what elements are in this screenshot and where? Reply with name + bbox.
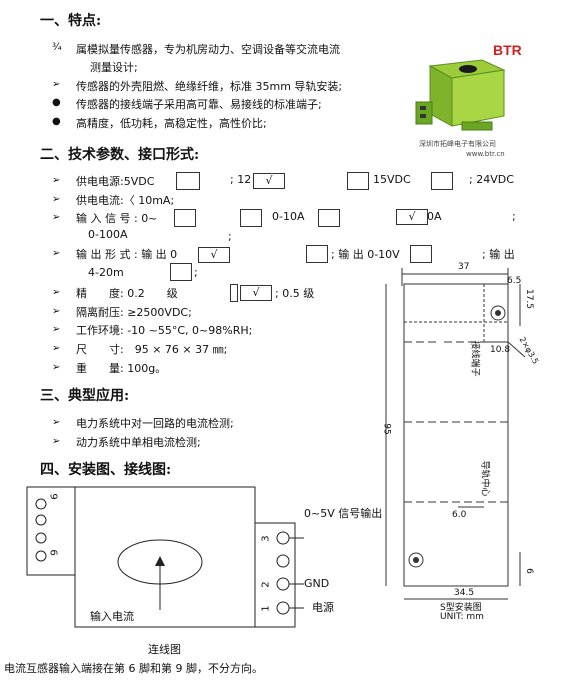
dim-6-5: 6.5 [507, 276, 522, 286]
bullet-symbol: ¾ [52, 42, 62, 53]
output-4-20-label: 4-20m [88, 266, 124, 279]
application-1: 电力系统中对一回路的电流检测; [76, 417, 234, 430]
checkbox-accuracy-0-2[interactable] [230, 284, 238, 302]
checkbox-output-blank[interactable] [306, 245, 328, 263]
bullet-arrow-icon: ➢ [52, 175, 61, 186]
supply-15-label: 15VDC [373, 173, 411, 186]
pin-label-3: 3 [260, 535, 272, 542]
checkbox-12vdc[interactable]: √ [253, 173, 285, 189]
terminal-label: 接线端子 [469, 340, 480, 377]
input-20a-label: 0A [427, 210, 442, 223]
checkbox-input-20a[interactable]: √ [396, 209, 428, 225]
bullet-arrow-icon: ➢ [52, 362, 61, 373]
bullet-arrow-icon: ➢ [52, 79, 61, 90]
bullet-dot-icon: ● [52, 97, 61, 108]
wiring-note: 电流互感器输入端接在第 6 脚和第 9 脚，不分方向。 [4, 662, 263, 675]
input-0-10a-label: 0-10A [272, 210, 305, 223]
checkbox-input-5a[interactable] [174, 209, 196, 227]
dim-6: 6 [523, 568, 534, 574]
bullet-arrow-icon: ➢ [52, 324, 61, 335]
isolation: 隔离耐压: ≥2500VDC; [76, 306, 192, 319]
feature-4: 高精度，低功耗，高稳定性，高性价比; [76, 117, 267, 130]
rail-center-label: 导轨中心 [479, 460, 490, 497]
checkbox-15vdc[interactable] [431, 172, 453, 190]
dim-17-5: 17.5 [524, 288, 535, 310]
pin-label-9: 9 [47, 493, 59, 500]
dim-37: 37 [458, 262, 470, 272]
checkbox-output-0-5v[interactable]: √ [198, 247, 230, 263]
input-current-label: 输入电流 [90, 610, 134, 623]
bullet-arrow-icon: ➢ [52, 248, 61, 259]
section2-title: 二、技术参数、接口形式: [40, 147, 200, 163]
checkbox-accuracy-0-5[interactable]: √ [240, 285, 272, 301]
application-2: 动力系统中单相电流检测; [76, 436, 201, 449]
bullet-arrow-icon: ➢ [52, 194, 61, 205]
section4-title: 四、安装图、接线图: [40, 462, 172, 478]
dim-34-5: 34.5 [454, 588, 475, 598]
brand-logo: BTR [493, 42, 522, 58]
section3-title: 三、典型应用: [40, 388, 130, 404]
checkbox-15-blank[interactable] [347, 172, 369, 190]
product-caption: 深圳市拓峰电子有限公司 [419, 140, 496, 148]
dim-95: 95 [381, 423, 392, 435]
checkbox-5vdc[interactable] [176, 172, 200, 190]
accuracy-label: 精 度: 0.2 级 [76, 287, 178, 300]
supply-12-label: ; 12 [230, 173, 252, 186]
pin-label-2: 2 [260, 581, 272, 588]
output-label: 输 出 形 式 : 输 出 0 [76, 248, 178, 261]
accuracy-05-label: ; 0.5 级 [275, 287, 315, 300]
input-label: 输 入 信 号 : 0~ [76, 212, 158, 225]
mechanical-drawing [385, 268, 526, 600]
feature-1-cont: 测量设计; [90, 61, 138, 74]
pin-label-1: 1 [260, 605, 272, 612]
product-url: www.btr.cn [466, 150, 505, 158]
bullet-arrow-icon: ➢ [52, 417, 61, 428]
power-label: 电源 [312, 601, 334, 614]
bullet-arrow-icon: ➢ [52, 436, 61, 447]
bullet-arrow-icon: ➢ [52, 306, 61, 317]
section1-title: 一、特点: [40, 13, 102, 29]
separator: ; [228, 230, 232, 243]
checkbox-input-0-10a[interactable] [318, 209, 340, 227]
size: 尺 寸: 95 × 76 × 37 ㎜; [76, 343, 228, 356]
pin-label-6: 6 [47, 549, 59, 556]
bullet-arrow-icon: ➢ [52, 212, 61, 223]
environment: 工作环境: -10 ~55°C, 0~98%RH; [76, 324, 253, 337]
input-0-100a-label: 0-100A [88, 228, 128, 241]
gnd-label: GND [304, 577, 330, 590]
dim-10-8: 10.8 [490, 345, 511, 355]
checkbox-input-blank[interactable] [240, 209, 262, 227]
output-0-10v-label: ; 输 出 0-10V [331, 248, 400, 261]
weight: 重 量: 100g。 [76, 362, 167, 375]
bullet-dot-icon: ● [52, 116, 61, 127]
output-third-label: ; 输 出 [482, 248, 515, 261]
bullet-arrow-icon: ➢ [52, 343, 61, 354]
feature-1: 属模拟量传感器，专为机房动力、空调设备等交流电流 [76, 43, 340, 56]
bullet-arrow-icon: ➢ [52, 287, 61, 298]
signal-output-label: 0~5V 信号输出 [304, 507, 383, 520]
product-photo [415, 59, 506, 131]
mechanical-unit: UNIT: mm [440, 612, 484, 622]
checkbox-output-4-20ma[interactable] [170, 263, 192, 281]
wiring-diagram [26, 486, 304, 628]
dim-6-0: 6.0 [452, 510, 467, 520]
mechanical-caption: S型安装图 [440, 603, 482, 613]
supply-label: 供电电源:5VDC [76, 175, 155, 188]
separator: ; [512, 210, 516, 223]
feature-3: 传感器的接线端子采用高可靠、易接线的标准端子; [76, 98, 322, 111]
current-label: 供电电流:〈 10mA; [76, 194, 175, 207]
supply-24-label: ; 24VDC [469, 173, 514, 186]
checkbox-output-0-10v[interactable] [410, 245, 432, 263]
diagram-caption: 连线图 [148, 643, 181, 656]
feature-2: 传感器的外壳阻燃、绝缘纤维，标准 35mm 导轨安装; [76, 80, 343, 93]
separator: ; [194, 266, 198, 279]
